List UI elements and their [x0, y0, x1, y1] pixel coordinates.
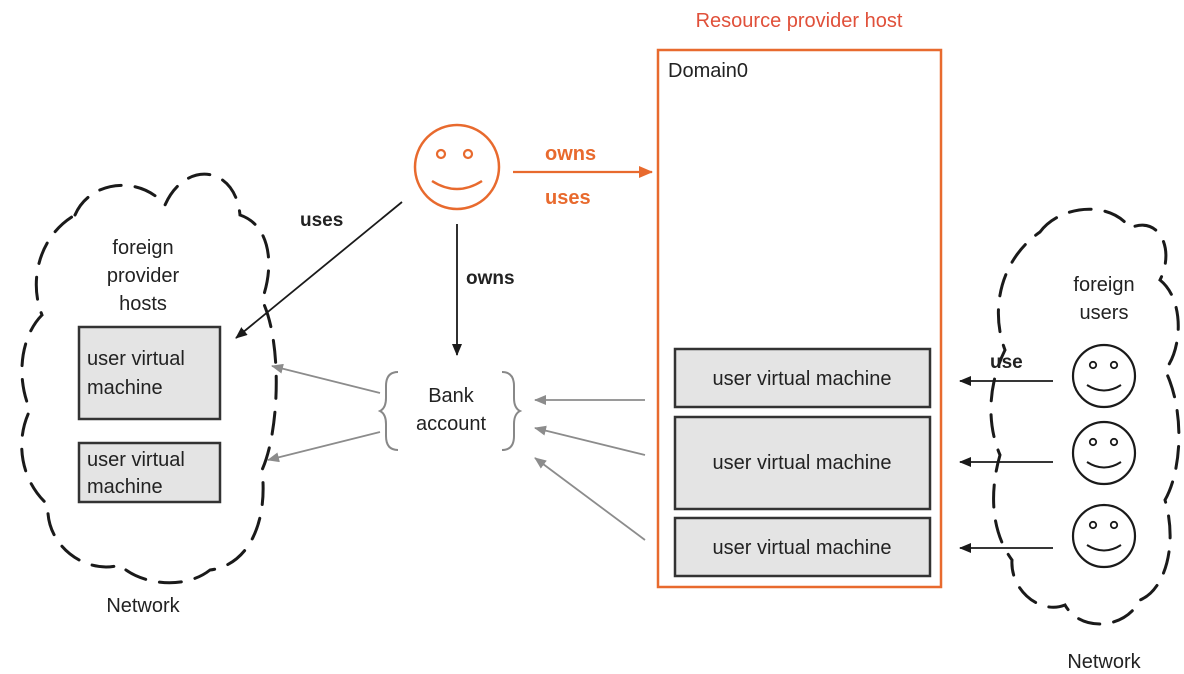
local-vm-1-label: user virtual machine: [713, 368, 892, 390]
left-network-label: Network: [106, 595, 180, 617]
foreign-vm-1-line2: machine: [87, 377, 163, 399]
foreign-vm-2-line2: machine: [87, 476, 163, 498]
resource-provider-host: Resource provider host Domain0 user virt…: [656, 10, 943, 589]
bank-label-line1: Bank: [428, 385, 475, 407]
uses-foreign-label: uses: [300, 210, 343, 231]
bank-right-brace: [501, 371, 523, 451]
owns-host-label: owns: [545, 143, 596, 165]
foreign-user-smiley-icon-2: [1071, 420, 1137, 486]
vm3-to-bank-arrow: [534, 457, 646, 541]
local-vm-3: [673, 516, 932, 578]
local-vm-1: [673, 347, 932, 409]
foreign-provider-cloud-outline: [20, 172, 278, 585]
foreign-hosts-label-line2: provider: [107, 265, 180, 287]
foreign-users-cloud: foreign users Network: [989, 207, 1181, 673]
right-network-label: Network: [1067, 651, 1141, 673]
foreign-provider-cloud: foreign provider hosts user virtual mach…: [20, 172, 278, 617]
owner-smiley-icon: [413, 123, 501, 211]
vm2-to-bank-arrow: [534, 425, 646, 456]
foreign-user-smiley-icon-1: [1071, 343, 1137, 409]
bank-left-brace: [377, 371, 399, 451]
local-vm-3-label: user virtual machine: [713, 537, 892, 559]
foreign-vm-1: [77, 325, 222, 421]
resource-host-box: [656, 48, 943, 589]
use-label: use: [990, 352, 1023, 373]
foreign-users-label-line2: users: [1080, 302, 1129, 324]
bank-account: Bank account: [377, 371, 523, 451]
foreign-vm-2: [77, 441, 222, 504]
foreign-vm-2-line1: user virtual: [87, 449, 185, 471]
bank-label-line2: account: [416, 413, 486, 435]
foreign-vm-1-line1: user virtual: [87, 348, 185, 370]
local-vm-2: [673, 415, 932, 511]
foreign-hosts-label-line3: hosts: [119, 293, 167, 315]
domain0-label: Domain0: [668, 60, 748, 82]
resource-host-title: Resource provider host: [696, 10, 903, 32]
foreign-users-cloud-outline: [989, 207, 1181, 626]
local-vm-2-label: user virtual machine: [713, 452, 892, 474]
owner-uses-foreign-arrow: [235, 201, 403, 339]
bank-to-foreign-vm1-arrow: [271, 363, 381, 394]
uses-host-label: uses: [545, 187, 591, 209]
foreign-hosts-label-line1: foreign: [112, 237, 173, 259]
bank-to-foreign-vm2-arrow: [267, 431, 381, 463]
foreign-user-smiley-icon-3: [1071, 503, 1137, 569]
owns-bank-label: owns: [466, 268, 515, 289]
foreign-users-label-line1: foreign: [1073, 274, 1134, 296]
